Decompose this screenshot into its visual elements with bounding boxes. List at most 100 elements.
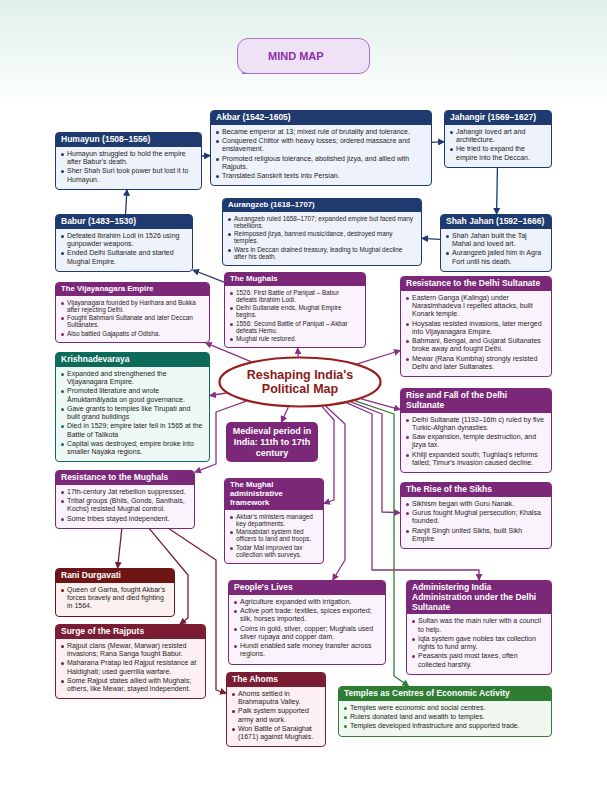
connector (210, 393, 227, 396)
topic-box: Rani DurgavatiQueen of Garha, fought Akb… (55, 568, 175, 617)
bullet-text: Aurangzeb jailed him in Agra Fort until … (445, 249, 546, 266)
bullet-text: Fought Bahmani Sultanate and later Decca… (60, 314, 204, 328)
bullet-text: Saw expansion, temple destruction, and j… (405, 433, 546, 450)
topic-box: The Mughal administrative frameworkAkbar… (224, 478, 324, 564)
mind-map-banner: MIND MAP (237, 38, 370, 74)
bullet-line: Aurangzeb ruled 1658–1707; expanded empi… (234, 215, 413, 229)
bullet-text: Ranjit Singh united Sikhs, built Sikh Em… (405, 527, 546, 544)
bullet-dot (61, 662, 64, 665)
topic-heading: Akbar (1542–1605) (211, 111, 431, 125)
bullet-text: Paik system supported army and work. (231, 707, 320, 724)
bullet-dot (234, 628, 237, 631)
connector (202, 155, 210, 157)
bullet-text: Tribal groups (Bhils, Gonds, Santhals, K… (60, 497, 189, 514)
bullet-dot (234, 601, 237, 604)
bullet-text: Died in 1529; empire later fell in 1565 … (60, 422, 204, 439)
bullet-text: 1556: Second Battle of Panipat – Akbar d… (229, 320, 360, 334)
bullet-text: Active port trade: textiles, spices expo… (233, 607, 380, 624)
bullet-dot (344, 725, 347, 728)
bullet-dot (228, 233, 231, 236)
bullet-line: Eastern Ganga (Kalinga) under Narasimhad… (412, 294, 533, 318)
bullet-dot (61, 425, 64, 428)
topic-box: The Rise of the SikhsSikhism began with … (400, 482, 552, 549)
bullet-dot (406, 503, 409, 506)
bullet-dot (406, 530, 409, 533)
bullet-text: Expanded and strengthened the Vijayanaga… (60, 370, 204, 387)
bullet-text: Ahoms settled in Brahmaputra Valley. (231, 690, 320, 707)
bullet-line: Defeated Ibrahim Lodi in 1526 using gunp… (67, 232, 179, 247)
bullet-line: Paik system supported army and work. (238, 707, 309, 722)
bullet-dot (230, 323, 233, 326)
bullet-line: Ahoms settled in Brahmaputra Valley. (238, 690, 300, 705)
bullet-dot (61, 500, 64, 503)
bullet-line: Sikhism began with Guru Nanak. (412, 500, 514, 507)
bullet-line: Capital was destroyed; empire broke into… (67, 440, 194, 455)
bullet-dot (61, 443, 64, 446)
bullet-line: Some Rajput states allied with Mughals; … (67, 677, 191, 692)
bullet-dot (344, 707, 347, 710)
bullet-line: Agriculture expanded with irrigation. (240, 598, 351, 605)
bullet-line: Humayun struggled to hold the empire aft… (67, 150, 186, 165)
bullet-line: Aurangzeb jailed him in Agra Fort until … (452, 249, 541, 264)
bullet-text: 17th-century Jat rebellion suppressed. (60, 488, 189, 496)
topic-body: Delhi Sultanate (1192–16th c) ruled by f… (401, 413, 551, 473)
bullet-text: Conquered Chittor with heavy losses; ord… (215, 137, 426, 154)
topic-body: 17th-century Jat rebellion suppressed.Tr… (56, 485, 194, 528)
bullet-dot (61, 252, 64, 255)
bullet-line: Fought Bahmani Sultanate and later Decca… (67, 314, 193, 328)
topic-body: Eastern Ganga (Kalinga) under Narasimhad… (401, 291, 551, 376)
topic-body: Aurangzeb ruled 1658–1707; expanded empi… (223, 212, 421, 265)
topic-body: Humayun struggled to hold the empire aft… (56, 147, 201, 189)
bullet-dot (61, 373, 64, 376)
bullet-line: Wars in Deccan drained treasury, leading… (234, 246, 402, 260)
bullet-text: Capital was destroyed; empire broke into… (60, 440, 204, 457)
bullet-dot (61, 491, 64, 494)
bullet-dot (406, 297, 409, 300)
topic-box: Surge of the RajputsRajput clans (Mewar,… (55, 624, 206, 699)
bullet-dot (234, 645, 237, 648)
bullet-dot (412, 638, 415, 641)
bullet-dot (228, 249, 231, 252)
bullet-text: He tried to expand the empire into the D… (449, 145, 546, 162)
bullet-line: Jahangir loved art and architecture. (456, 128, 525, 143)
topic-body: Queen of Garha, fought Akbar's forces br… (56, 583, 174, 616)
topic-box: Aurangzeb (1618–1707) Aurangzeb ruled 165… (222, 198, 422, 266)
bullet-dot (230, 531, 233, 534)
topic-box: Akbar (1542–1605) Became emperor at 13; m… (210, 110, 432, 186)
bullet-line: Mughal rule restored. (236, 335, 296, 342)
bullet-text: Became emperor at 13; mixed rule of brut… (215, 128, 426, 136)
topic-box: Administering India Administration under… (406, 580, 552, 675)
topic-heading: Administering India Administration under… (407, 581, 551, 614)
bullet-line: Gave grants to temples like Tirupati and… (67, 405, 190, 420)
bullet-text: Sultan was the main ruler with a council… (411, 617, 546, 634)
bullet-text: Akbar's ministers managed key department… (229, 513, 318, 527)
topic-box: Resistance to the Mughals17th-century Ja… (55, 470, 195, 529)
topic-box: Jahangir (1569–1627)Jahangir loved art a… (444, 110, 552, 168)
central-oval: Reshaping India's Political Map (218, 356, 382, 408)
bullet-text: Eastern Ganga (Kalinga) under Narasimhad… (405, 294, 546, 319)
topic-heading: Temples as Centres of Economic Activity (339, 687, 551, 701)
bullet-text: Coins in gold, silver, copper; Mughals u… (233, 625, 380, 642)
bullet-dot (234, 610, 237, 613)
topic-box: Humayun (1508–1556)Humayun struggled to … (55, 132, 202, 190)
bullet-text: Khilji expanded south; Tughlaq's reforms… (405, 451, 546, 468)
topic-heading: The Mughal administrative framework (225, 479, 323, 510)
bullet-text: Bahmani, Bengal, and Gujarat Sultanates … (405, 337, 546, 354)
topic-box: Temples as Centres of Economic ActivityT… (338, 686, 552, 737)
bullet-dot (232, 710, 235, 713)
bullet-dot (216, 158, 219, 161)
topic-box: The Mughals1526: First Battle of Panipat… (224, 272, 366, 348)
topic-heading: Rise and Fall of the Delhi Sultanate (401, 389, 551, 413)
connector (326, 406, 345, 580)
bullet-dot (61, 680, 64, 683)
bullet-line: Became emperor at 13; mixed rule of brut… (222, 128, 410, 135)
topic-body: Akbar's ministers managed key department… (225, 510, 323, 563)
bullet-text: Hoysalas resisted invasions, later merge… (405, 320, 546, 337)
bullet-text: Translated Sanskrit texts into Persian. (215, 172, 426, 180)
topic-heading: Aurangzeb (1618–1707) (223, 199, 421, 212)
bullet-dot (230, 547, 233, 550)
topic-heading: The Mughals (225, 273, 365, 286)
bullet-line: Won Battle of Saraighat (1671) against M… (238, 725, 313, 740)
bullet-dot (446, 252, 449, 255)
